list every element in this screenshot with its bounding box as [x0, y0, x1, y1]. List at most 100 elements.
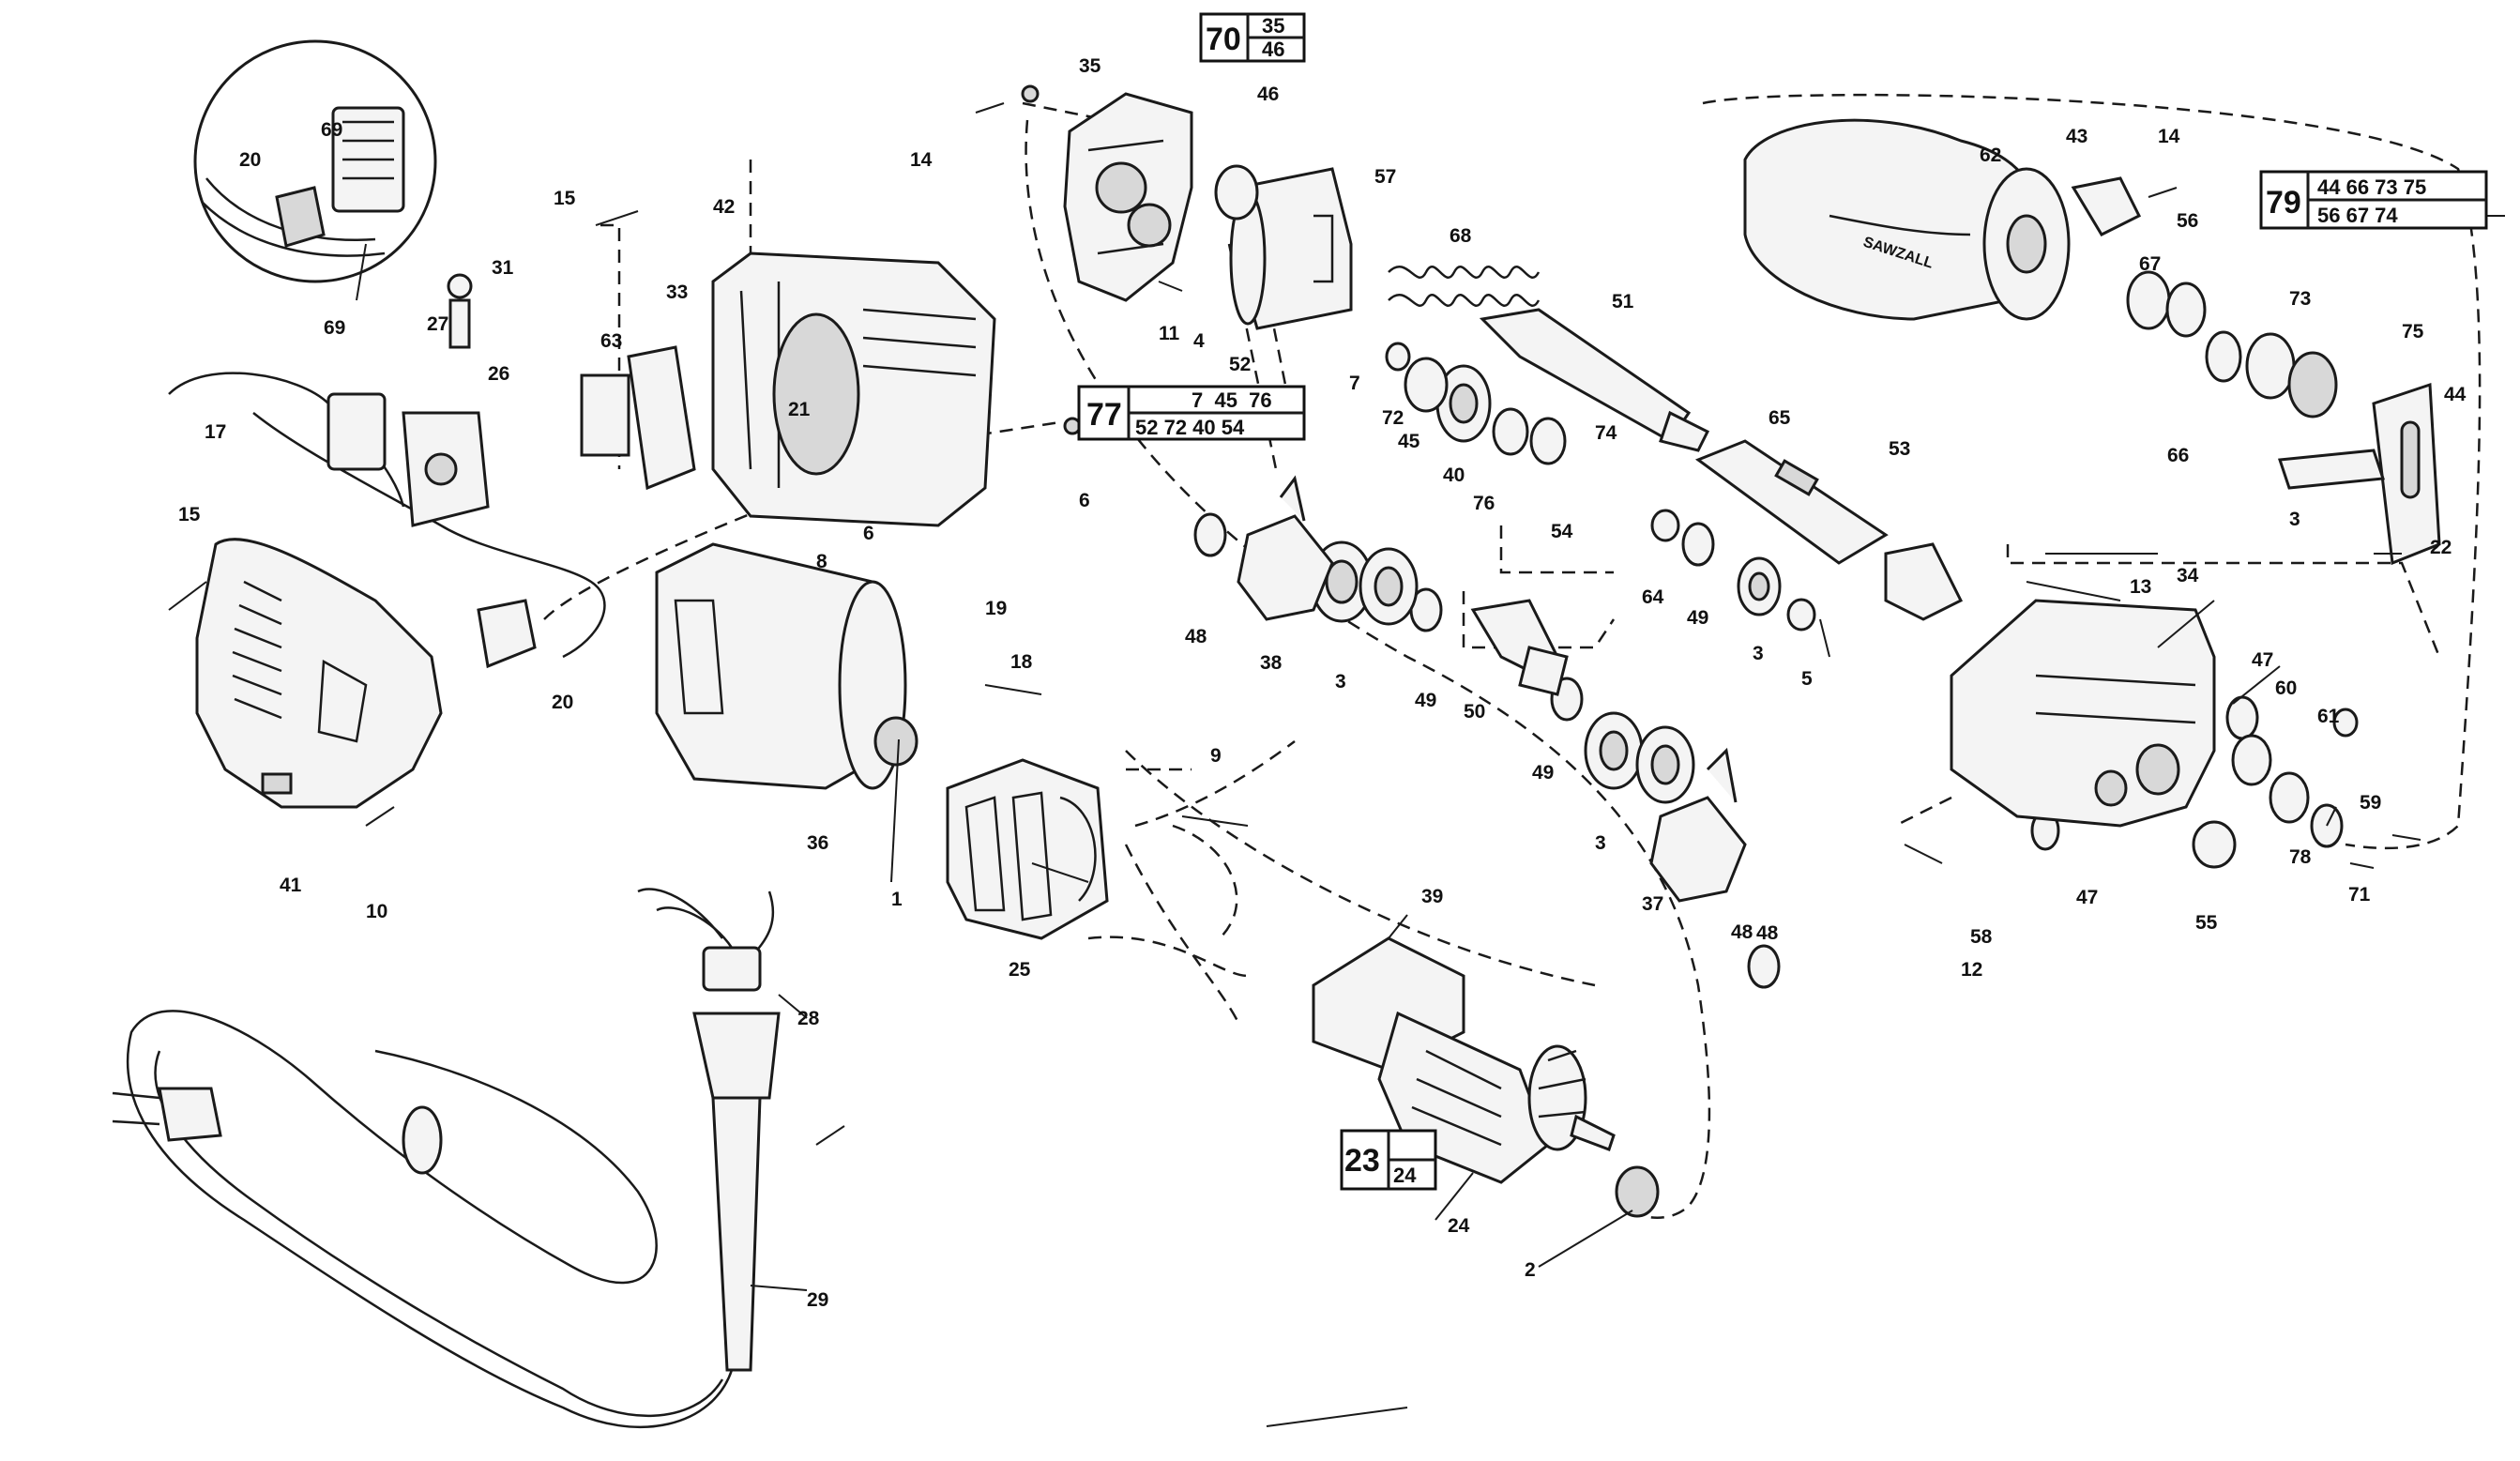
front-housing-62: SAWZALL — [1743, 118, 2071, 321]
part-label: 69 — [324, 317, 345, 339]
part-label: 24 — [1448, 1215, 1470, 1237]
part-label: 7 — [1349, 373, 1360, 394]
part-label: 27 — [427, 313, 448, 335]
switch-detail-inset — [193, 39, 437, 301]
part-label: 36 — [807, 832, 828, 854]
part-label: 72 — [1382, 407, 1404, 429]
part-label: 78 — [2289, 846, 2312, 868]
kit-parts-bottom: 56 67 74 — [2317, 204, 2398, 227]
kit-parts-top: 44 66 73 75 — [2317, 175, 2426, 199]
part-label: 17 — [205, 421, 226, 443]
part-label: 35 — [1079, 55, 1101, 77]
motor-housing-42 — [580, 251, 996, 527]
part-label: 29 — [807, 1289, 828, 1311]
part-label: 48 — [1185, 626, 1207, 647]
wobble-bearing-37 — [1649, 747, 1747, 903]
plunger-51 — [1479, 308, 1710, 452]
part-label: 33 — [666, 282, 688, 303]
gear-45 — [1435, 364, 1492, 443]
gear-case-cover-35 — [1063, 92, 1193, 302]
part-label: 55 — [2195, 912, 2218, 934]
part-label: 20 — [552, 692, 573, 713]
part-label: 76 — [1473, 493, 1495, 514]
part-label: 1 — [891, 889, 903, 910]
part-label: 21 — [788, 399, 811, 420]
switch-and-wiring — [168, 273, 606, 669]
part-label: 5 — [1801, 668, 1813, 690]
counterweight-57 — [1229, 167, 1353, 330]
part-label: 18 — [1010, 651, 1033, 673]
kit-number: 70 — [1206, 22, 1241, 57]
part-label: 15 — [554, 188, 576, 209]
part-label: 60 — [2275, 677, 2297, 699]
part-labels: 1 2 3 3 3 3 4 5 6 6 7 8 9 10 11 12 13 14… — [178, 55, 2467, 1311]
part-label: 34 — [2177, 565, 2199, 586]
part-label: 49 — [1687, 607, 1708, 629]
kit-number: 23 — [1344, 1143, 1380, 1179]
power-cord-29 — [112, 888, 781, 1428]
part-label: 58 — [1970, 926, 1993, 948]
part-label: 3 — [1753, 643, 1764, 664]
part-label: 67 — [2139, 253, 2161, 275]
part-label: 61 — [2317, 706, 2340, 727]
part-label: 3 — [2289, 509, 2300, 530]
part-label: 28 — [797, 1008, 820, 1029]
field-housing-36 — [655, 542, 918, 790]
part-label: 74 — [1595, 422, 1617, 444]
part-label: 69 — [321, 119, 342, 141]
part-label: 65 — [1769, 407, 1791, 429]
part-label: 44 — [2444, 384, 2467, 405]
part-label: 47 — [2252, 649, 2273, 671]
part-label: 71 — [2348, 884, 2371, 906]
part-label: 9 — [1210, 745, 1222, 767]
kit-parts-bottom: 46 — [1262, 38, 1284, 61]
kit-box-77: 77 7 45 76 52 72 40 54 — [1077, 385, 1306, 441]
wobble-shaft-50 — [1470, 599, 1569, 696]
part-label: 26 — [488, 363, 509, 385]
field-coil-25 — [946, 758, 1109, 940]
screws — [168, 84, 2421, 869]
part-label: 6 — [863, 523, 874, 544]
part-label: 14 — [2158, 126, 2180, 147]
part-label: 22 — [2430, 537, 2452, 558]
part-label: 42 — [713, 196, 735, 218]
part-label: 48 — [1731, 921, 1753, 943]
part-label: 6 — [1079, 490, 1090, 511]
armature-23 — [1312, 936, 1660, 1218]
kit-box-70: 70 35 46 — [1199, 12, 1306, 63]
part-label: 10 — [366, 901, 387, 922]
kit-parts-bottom: 52 72 40 54 — [1135, 416, 1245, 439]
part-label: 37 — [1642, 893, 1663, 915]
sleeve-65 — [1694, 439, 1889, 565]
part-label: 41 — [280, 875, 302, 896]
part-label: 13 — [2130, 576, 2151, 598]
kit-number: 79 — [2266, 185, 2301, 221]
part-label: 25 — [1009, 959, 1031, 981]
part-label: 57 — [1374, 166, 1396, 188]
part-label: 73 — [2289, 288, 2311, 310]
part-label: 68 — [1450, 225, 1472, 247]
part-label: 11 — [1159, 323, 1180, 344]
part-label: 40 — [1443, 464, 1465, 486]
part-label: 46 — [1257, 84, 1279, 105]
part-label: 12 — [1961, 959, 1982, 981]
part-label: 38 — [1260, 652, 1283, 674]
part-label: 52 — [1229, 354, 1251, 375]
bearings-3 — [1310, 509, 1816, 804]
part-label: 2 — [1525, 1259, 1536, 1281]
kit-parts-top: 7 45 76 — [1192, 388, 1272, 412]
part-label: 75 — [2402, 321, 2424, 342]
part-label: 54 — [1551, 521, 1573, 542]
part-label: 50 — [1464, 701, 1485, 723]
wobble-bearing-38 — [1237, 475, 1334, 621]
part-label: 45 — [1398, 431, 1420, 452]
kit-box-79: 79 44 66 73 75 56 67 74 — [2259, 170, 2488, 230]
gear-case-34 — [1950, 599, 2216, 828]
part-label: 4 — [1193, 330, 1205, 352]
part-label: 19 — [985, 598, 1007, 619]
part-label: 8 — [816, 551, 827, 572]
part-label: 48 — [1756, 922, 1779, 944]
part-label: 51 — [1612, 291, 1634, 312]
handle-half-41 — [195, 538, 443, 809]
